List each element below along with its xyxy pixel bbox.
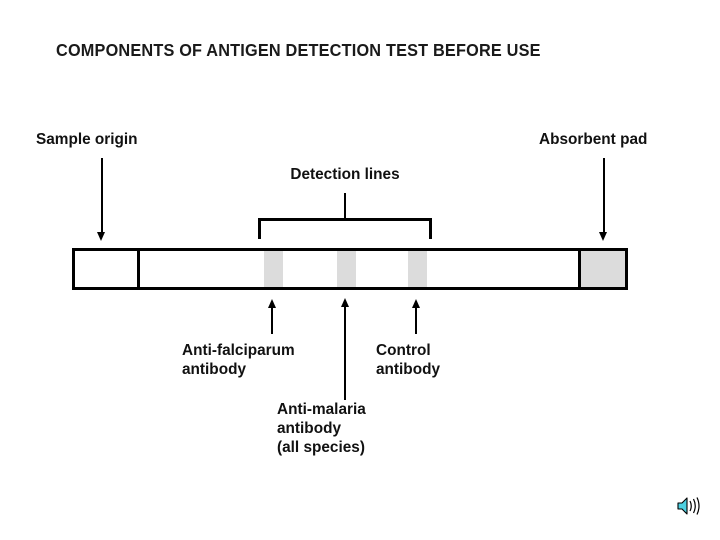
detection-lines-stem: [344, 193, 346, 220]
label-anti-malaria-antibody-line1: Anti-malaria: [277, 401, 366, 418]
sample-origin-arrowhead-icon: [96, 232, 105, 241]
absorbent-pad-arrowhead-icon: [598, 232, 607, 241]
label-anti-falciparum-antibody-line2: antibody: [182, 361, 247, 378]
sample-pad-divider: [137, 251, 140, 287]
anti-falciparum-arrowhead-icon: [267, 299, 276, 308]
detection-lines-bracket: [258, 218, 432, 239]
sound-icon-wrapper[interactable]: [676, 494, 702, 518]
test-strip: [72, 248, 628, 290]
anti-falciparum-band: [264, 251, 283, 287]
label-control-antibody-line1: Control: [376, 342, 431, 359]
label-control-antibody-line2: antibody: [376, 361, 441, 378]
sample-origin-arrow-line: [101, 158, 103, 234]
speaker-sound-icon[interactable]: [676, 494, 702, 518]
label-anti-malaria-antibody-line3: (all species): [277, 439, 365, 456]
control-band: [408, 251, 427, 287]
label-anti-malaria-antibody-line2: antibody: [277, 420, 342, 437]
anti-malaria-band: [337, 251, 356, 287]
anti-malaria-arrowhead-icon: [340, 298, 349, 307]
control-arrowhead-icon: [411, 299, 420, 308]
page-title: COMPONENTS OF ANTIGEN DETECTION TEST BEF…: [56, 40, 541, 60]
anti-malaria-arrow-line: [344, 306, 346, 400]
anti-falciparum-arrow-line: [271, 307, 273, 334]
control-arrow-line: [415, 307, 417, 334]
label-anti-falciparum-antibody-line1: Anti-falciparum: [182, 342, 295, 359]
label-absorbent-pad: Absorbent pad: [539, 131, 648, 148]
label-sample-origin: Sample origin: [36, 131, 138, 148]
absorbent-pad-region: [578, 251, 625, 287]
label-detection-lines: Detection lines: [290, 166, 400, 183]
absorbent-pad-arrow-line: [603, 158, 605, 234]
